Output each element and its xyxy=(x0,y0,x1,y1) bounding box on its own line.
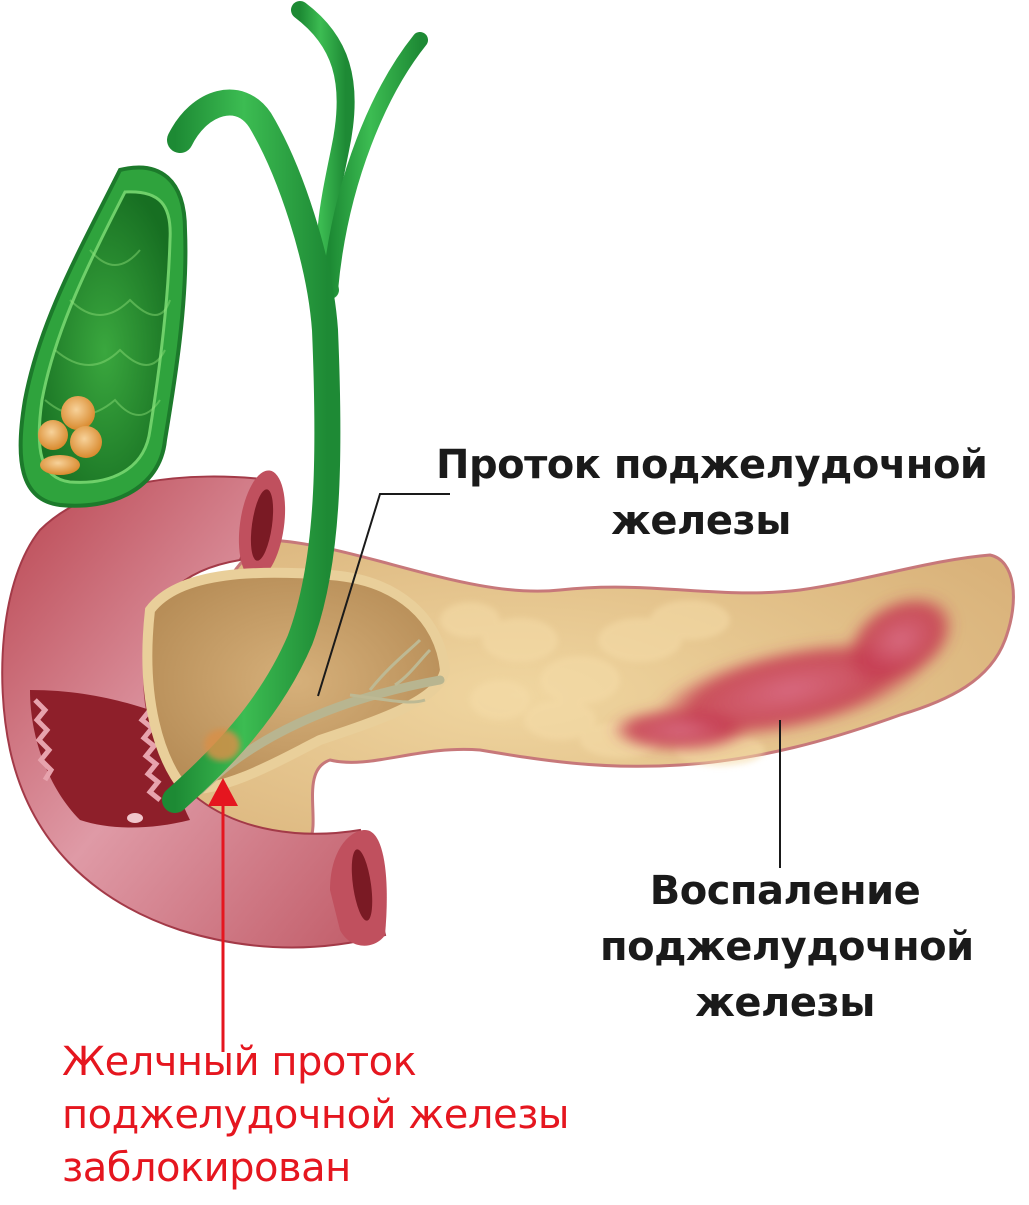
blocking-gallstone xyxy=(204,729,240,761)
gallbladder xyxy=(18,165,188,508)
label-line: железы xyxy=(695,980,875,1026)
label-blocked-bile-duct: Желчный проток поджелудочной железы забл… xyxy=(62,1036,622,1194)
label-line: железы xyxy=(611,498,791,544)
gallstones xyxy=(38,396,102,475)
label-line: Воспаление xyxy=(649,868,921,914)
label-line: поджелудочной xyxy=(600,924,974,970)
bile-duct xyxy=(162,1,428,813)
leader-line-pancreatic-duct xyxy=(317,493,450,697)
blockage-arrow xyxy=(208,778,238,1052)
inflamed-region xyxy=(610,594,956,752)
label-pancreatic-duct: Проток поджелудочной железы xyxy=(436,440,988,546)
label-inflammation: Воспаление поджелудочной железы xyxy=(600,866,974,1028)
label-line: Проток поджелудочной xyxy=(436,442,988,488)
label-line: заблокирован xyxy=(62,1144,351,1191)
label-line: поджелудочной железы xyxy=(62,1091,569,1138)
label-line: Желчный проток xyxy=(62,1039,417,1085)
